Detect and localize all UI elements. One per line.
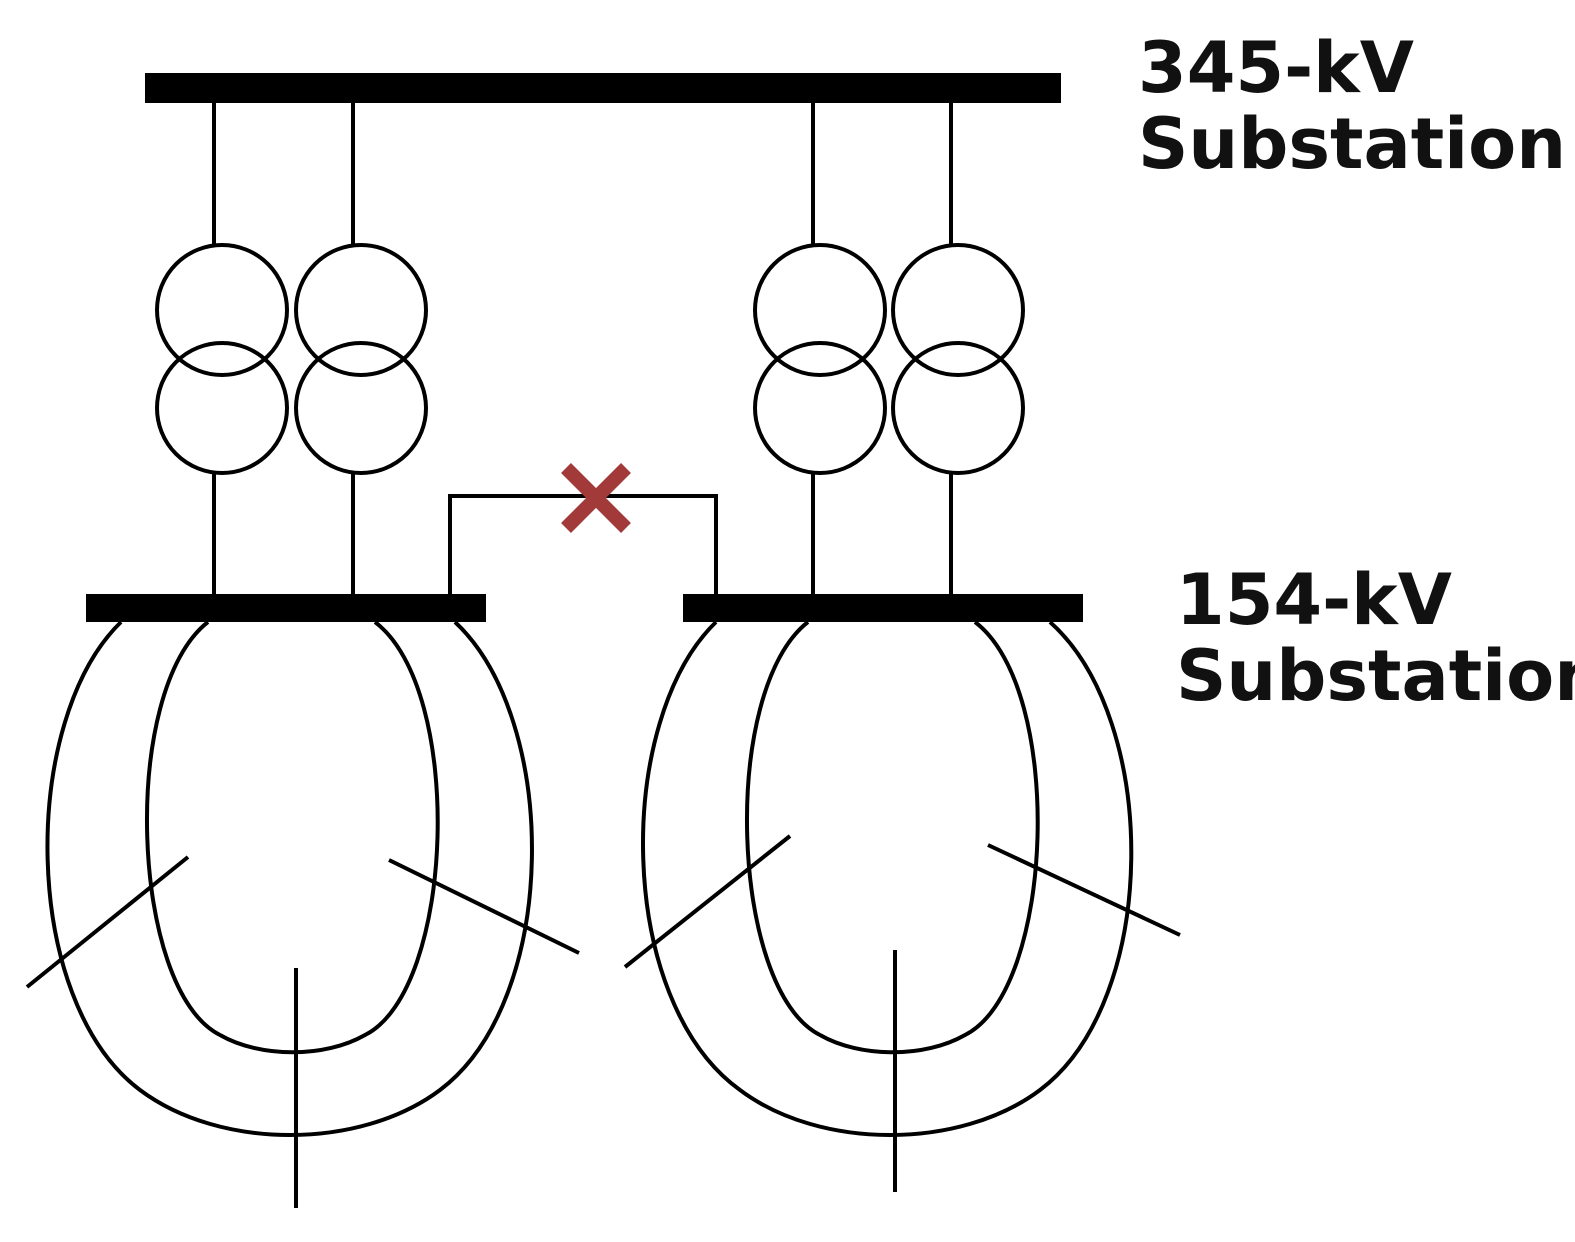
feeder-branch-right-3 [987,843,1181,937]
inner-loop-left [145,620,440,1055]
transformer-4 [891,243,1025,475]
distribution-loops-left [25,620,580,1208]
cross-icon [561,463,631,533]
distribution-loops-right [623,620,1181,1192]
outer-loop-left [45,620,534,1137]
label-345kv-substation: 345-kV Substation [1138,30,1566,182]
outer-loop-right [641,620,1134,1137]
cross-icon-stroke-2 [561,463,631,533]
transformer-4-primary-winding [891,243,1025,377]
transformer-3 [753,243,887,475]
busbar-154kv-left [86,594,486,622]
label-345kv-name: Substation [1138,103,1567,185]
transformer-2-secondary-winding [294,341,428,475]
feeder-branch-right-1 [623,834,792,969]
label-154kv-voltage: 154-kV [1176,559,1452,641]
bus-tie-line [448,494,718,594]
inner-loop-right [745,620,1040,1055]
feeder-branch-left-1 [25,855,190,989]
label-154kv-substation: 154-kV Substation [1176,562,1575,714]
busbar-345kv [145,73,1061,103]
label-345kv-voltage: 345-kV [1138,27,1414,109]
busbar-154kv-right [683,594,1083,622]
transformer-1-secondary-winding [155,341,289,475]
transformer-2 [294,243,428,475]
transformer-2-primary-winding [294,243,428,377]
transformer-1-primary-winding [155,243,289,377]
feeder-branch-left-3 [388,858,580,955]
transformer-3-secondary-winding [753,341,887,475]
transformer-1 [155,243,289,475]
label-154kv-name: Substation [1176,635,1575,717]
transformer-4-secondary-winding [891,341,1025,475]
transformer-3-primary-winding [753,243,887,377]
